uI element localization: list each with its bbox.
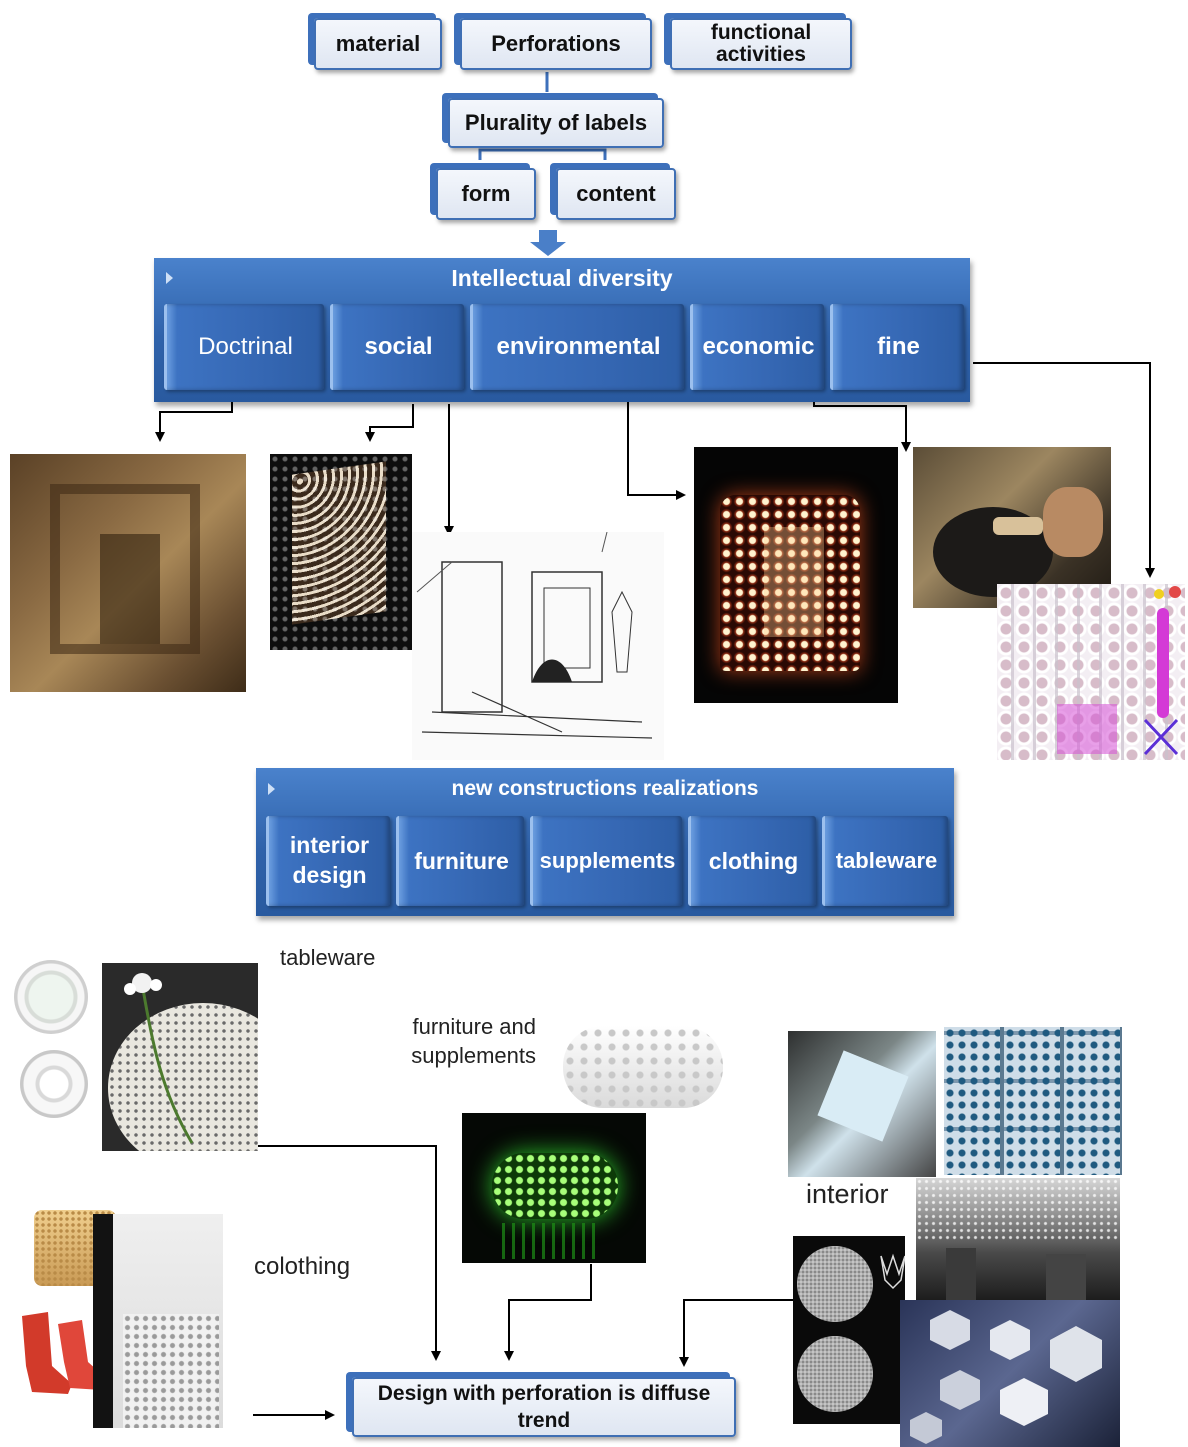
supplements-label: supplements	[539, 848, 676, 873]
perforated-bowl-photo	[20, 1050, 88, 1118]
furniture-cell: furniture	[396, 816, 524, 906]
economic-craft-hands-photo	[913, 447, 1111, 608]
sketch-lines	[416, 532, 653, 739]
plurality-label: Plurality of labels	[464, 110, 648, 136]
form-box: form	[436, 168, 536, 220]
environmental-cell: environmental	[470, 304, 684, 390]
interior-round-patterns-photo	[793, 1236, 905, 1424]
environmental-label: environmental	[496, 333, 661, 360]
perforated-seat-white-photo	[563, 1026, 723, 1108]
clothing-caption: colothing	[254, 1253, 351, 1280]
economic-cell: economic	[690, 304, 824, 390]
intellectual-diversity-title: Intellectual diversity	[451, 265, 673, 291]
environmental-sketch-drawing	[412, 532, 664, 760]
tableware-cell: tableware	[822, 816, 948, 906]
result-label: Design with perforation is diffuse trend	[377, 1381, 711, 1432]
doctrinal-label: Doctrinal	[198, 333, 293, 360]
panel-caret-icon	[268, 783, 275, 795]
perforated-seat-green-light-photo	[462, 1113, 646, 1263]
economic-label: economic	[702, 333, 815, 360]
supplements-cell: supplements	[530, 816, 682, 906]
interior-arab-institute-facade-photo	[944, 1027, 1122, 1175]
fine-cell: fine	[830, 304, 964, 390]
perforations-box: Perforations	[460, 18, 652, 70]
hexagon-shapes	[910, 1310, 1102, 1444]
furniture-supplements-caption: furniture and supplements	[411, 1014, 536, 1069]
perforated-white-dress-photo	[93, 1214, 223, 1428]
fine-label: fine	[877, 333, 920, 360]
material-box: material	[314, 18, 442, 70]
fine-perforated-lamp-photo	[694, 447, 898, 703]
social-label: social	[364, 333, 433, 360]
perforations-label: Perforations	[491, 31, 621, 57]
flower-stem-icon	[124, 973, 194, 1144]
functional-activities-label: functional activities	[710, 20, 812, 66]
functional-activities-box: functional activities	[670, 18, 852, 70]
plurality-of-labels-box: Plurality of labels	[448, 98, 664, 148]
tableware-label: tableware	[835, 848, 938, 873]
furniture-label: furniture	[414, 847, 509, 874]
perforated-plate-photo	[14, 960, 88, 1034]
content-label: content	[576, 181, 656, 207]
clothing-cell: clothing	[688, 816, 816, 906]
ornament-cross-icon	[1143, 586, 1181, 756]
intellectual-diversity-panel: Intellectual diversity Doctrinal social …	[154, 258, 970, 402]
doctrinal-cell: Doctrinal	[164, 304, 324, 390]
panel-caret-icon	[166, 272, 173, 284]
clothing-label: clothing	[708, 847, 799, 874]
interior-perforated-ceiling-photo	[916, 1178, 1120, 1302]
interior-hexagon-panels-photo	[900, 1300, 1120, 1447]
interior-design-label: interior design	[289, 832, 370, 888]
interior-mashrabiya-window-photo	[788, 1031, 936, 1177]
doctrinal-temple-photo	[10, 454, 246, 692]
content-box: content	[556, 168, 676, 220]
star-pattern-icon	[880, 1253, 905, 1290]
material-label: material	[335, 31, 421, 57]
tableware-caption: tableware	[280, 945, 376, 970]
new-constructions-title: new constructions realizations	[451, 777, 759, 800]
result-box: Design with perforation is diffuse trend	[352, 1377, 736, 1437]
form-label: form	[461, 181, 511, 207]
new-constructions-panel: new constructions realizations interior …	[256, 768, 954, 916]
perforated-plate-flower-photo	[102, 963, 258, 1151]
social-cell: social	[330, 304, 464, 390]
interior-caption: interior	[806, 1179, 889, 1209]
social-mashrabiya-photo	[270, 454, 412, 650]
fine-ornament-pattern	[997, 584, 1185, 760]
interior-design-cell: interior design	[266, 816, 390, 906]
